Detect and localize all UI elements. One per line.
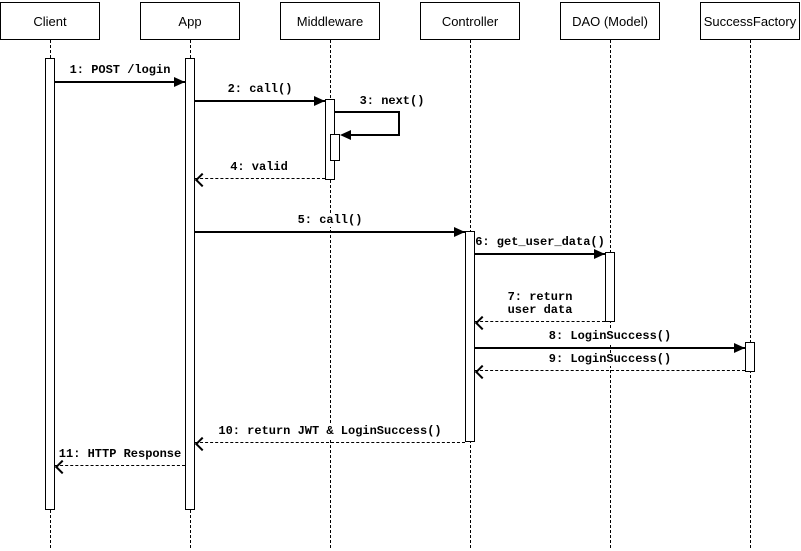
message-3-line-return [348,134,400,136]
filled-arrowhead-icon [174,77,185,87]
message-11-line [55,465,185,466]
open-arrowhead-icon [474,315,490,331]
message-6-label: 6: get_user_data() [473,235,607,249]
message-9-line [475,370,745,371]
message-9-label: 9: LoginSuccess() [546,352,674,366]
message-3-line-vertical [398,111,400,136]
participant-box-middleware: Middleware [280,2,380,40]
activation-successfactory [745,342,755,372]
filled-arrowhead-icon [340,130,351,140]
open-arrowhead-icon [474,364,490,380]
filled-arrowhead-icon [734,343,745,353]
activation-controller [465,231,475,442]
open-arrowhead-icon [194,436,210,452]
message-3-label: 3: next() [357,94,427,108]
message-10-line [195,442,465,443]
participant-label-controller: Controller [441,13,499,29]
message-1-label: 1: POST /login [67,63,173,77]
participant-label-client: Client [33,13,67,29]
message-3-line-top [335,111,400,113]
participant-box-controller: Controller [420,2,520,40]
message-10-label: 10: return JWT & LoginSuccess() [216,424,444,438]
activation-client [45,58,55,510]
message-4-line [195,178,325,179]
activation-app [185,58,195,510]
participant-label-successfactory: SuccessFactory [703,13,797,29]
message-7-line [475,321,605,322]
lifeline-successfactory [750,40,751,548]
message-2-line [195,100,325,102]
open-arrowhead-icon [194,172,210,188]
message-5-line [195,231,465,233]
participant-label-dao: DAO (Model) [572,13,648,29]
message-11-label: 11: HTTP Response [56,447,184,461]
participant-box-dao: DAO (Model) [560,2,660,40]
activation-middleware-nested [330,134,340,161]
filled-arrowhead-icon [314,96,325,106]
message-4-label: 4: valid [228,160,290,174]
filled-arrowhead-icon [454,227,465,237]
participant-box-app: App [140,2,240,40]
filled-arrowhead-icon [594,249,605,259]
lifeline-middleware [330,40,331,548]
message-5-label: 5: call() [295,213,365,227]
activation-dao [605,252,615,322]
participant-box-successfactory: SuccessFactory [700,2,800,40]
message-2-label: 2: call() [225,82,295,96]
message-6-line [475,253,605,255]
message-8-line [475,347,745,349]
participant-box-client: Client [0,2,100,40]
participant-label-app: App [178,13,202,29]
participant-label-middleware: Middleware [296,13,364,29]
message-8-label: 8: LoginSuccess() [546,329,674,343]
open-arrowhead-icon [54,459,70,475]
message-1-line [55,81,185,83]
message-7-label: 7: return user data [505,290,575,317]
